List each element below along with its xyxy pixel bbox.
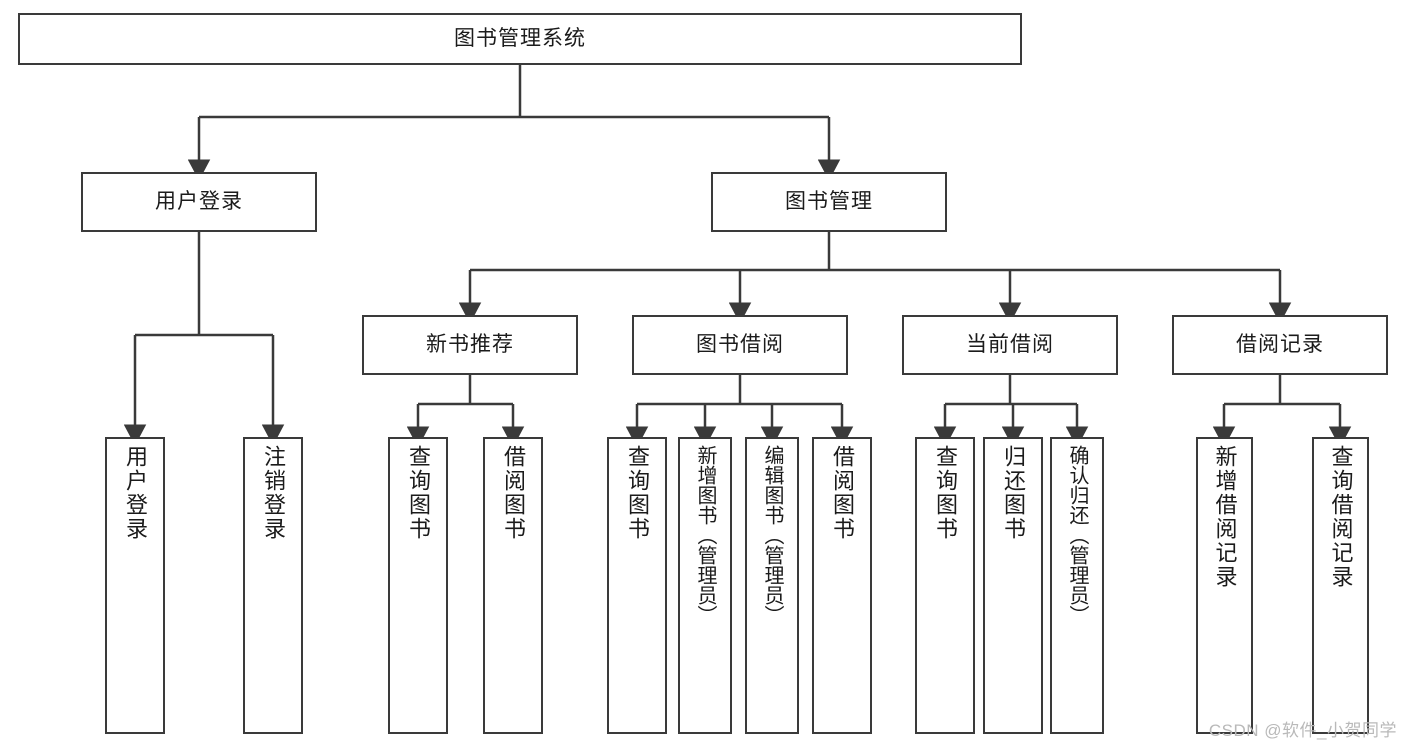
connector-lines xyxy=(123,65,1352,448)
node-leaf-confirm-return: 确认归还（管理员） xyxy=(1050,437,1104,734)
node-leaf-query-record: 查询借阅记录 xyxy=(1312,437,1369,734)
node-label: 当前借阅 xyxy=(966,332,1054,356)
node-label: 归还图书 xyxy=(1001,445,1026,541)
node-book-borrow: 图书借阅 xyxy=(632,315,848,375)
node-leaf-add-record: 新增借阅记录 xyxy=(1196,437,1253,734)
node-label: 借阅图书 xyxy=(501,445,526,541)
node-leaf-query-book-1: 查询图书 xyxy=(388,437,448,734)
node-label: 注销登录 xyxy=(261,445,286,541)
node-user-login: 用户登录 xyxy=(81,172,317,232)
node-borrow-record: 借阅记录 xyxy=(1172,315,1388,375)
node-label: 确认归还（管理员） xyxy=(1066,445,1088,625)
node-label: 新书推荐 xyxy=(426,332,514,356)
node-label: 图书借阅 xyxy=(696,332,784,356)
node-leaf-return-book: 归还图书 xyxy=(983,437,1043,734)
node-leaf-logout: 注销登录 xyxy=(243,437,303,734)
node-label: 借阅记录 xyxy=(1236,332,1324,356)
node-root: 图书管理系统 xyxy=(18,13,1022,65)
node-new-book-rec: 新书推荐 xyxy=(362,315,578,375)
node-leaf-add-book: 新增图书（管理员） xyxy=(678,437,732,734)
node-leaf-edit-book: 编辑图书（管理员） xyxy=(745,437,799,734)
node-label: 查询借阅记录 xyxy=(1328,445,1354,589)
node-leaf-borrow-book-1: 借阅图书 xyxy=(483,437,543,734)
node-label: 新增借阅记录 xyxy=(1212,445,1238,589)
node-leaf-user-login: 用户登录 xyxy=(105,437,165,734)
node-leaf-borrow-book-2: 借阅图书 xyxy=(812,437,872,734)
node-label: 图书管理 xyxy=(785,189,873,213)
node-label: 查询图书 xyxy=(625,445,650,541)
node-label: 借阅图书 xyxy=(830,445,855,541)
node-label: 用户登录 xyxy=(123,445,148,541)
node-leaf-query-book-3: 查询图书 xyxy=(915,437,975,734)
node-leaf-query-book-2: 查询图书 xyxy=(607,437,667,734)
node-label: 查询图书 xyxy=(406,445,431,541)
node-label: 查询图书 xyxy=(933,445,958,541)
node-current-borrow: 当前借阅 xyxy=(902,315,1118,375)
node-label: 编辑图书（管理员） xyxy=(761,445,783,625)
node-label: 图书管理系统 xyxy=(454,26,586,50)
node-book-manage: 图书管理 xyxy=(711,172,947,232)
node-label: 新增图书（管理员） xyxy=(694,445,716,625)
node-label: 用户登录 xyxy=(155,189,243,213)
